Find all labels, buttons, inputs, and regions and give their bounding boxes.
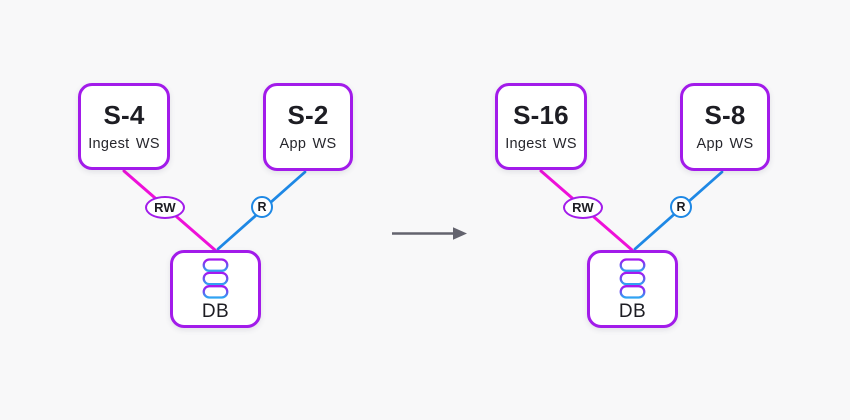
write-edge-badge-after: RW bbox=[563, 196, 603, 219]
read-edge-badge-after: R bbox=[670, 196, 692, 218]
node-subtitle: App WS bbox=[696, 136, 754, 153]
db-node-after: DB bbox=[587, 250, 678, 328]
node-title: S-4 bbox=[103, 99, 145, 130]
node-subtitle: App WS bbox=[279, 136, 337, 153]
node-subtitle: Ingest WS bbox=[88, 135, 160, 152]
node-title: S-8 bbox=[704, 100, 746, 131]
read-edge-badge-before: R bbox=[251, 196, 273, 218]
db-node-before: DB bbox=[170, 250, 261, 328]
app-ws-node-before: S-2 App WS bbox=[263, 83, 353, 171]
db-label: DB bbox=[618, 300, 647, 322]
database-icon bbox=[202, 257, 229, 299]
ingest-ws-node-before: S-4 Ingest WS bbox=[78, 83, 170, 170]
database-icon bbox=[619, 257, 646, 299]
right-arrow-icon bbox=[392, 227, 467, 240]
ingest-ws-node-after: S-16 Ingest WS bbox=[495, 83, 587, 170]
node-subtitle: Ingest WS bbox=[505, 135, 577, 152]
node-title: S-16 bbox=[513, 99, 569, 130]
db-label: DB bbox=[201, 300, 230, 322]
app-ws-node-after: S-8 App WS bbox=[680, 83, 770, 171]
write-edge-badge-before: RW bbox=[145, 196, 185, 219]
node-title: S-2 bbox=[287, 100, 329, 131]
